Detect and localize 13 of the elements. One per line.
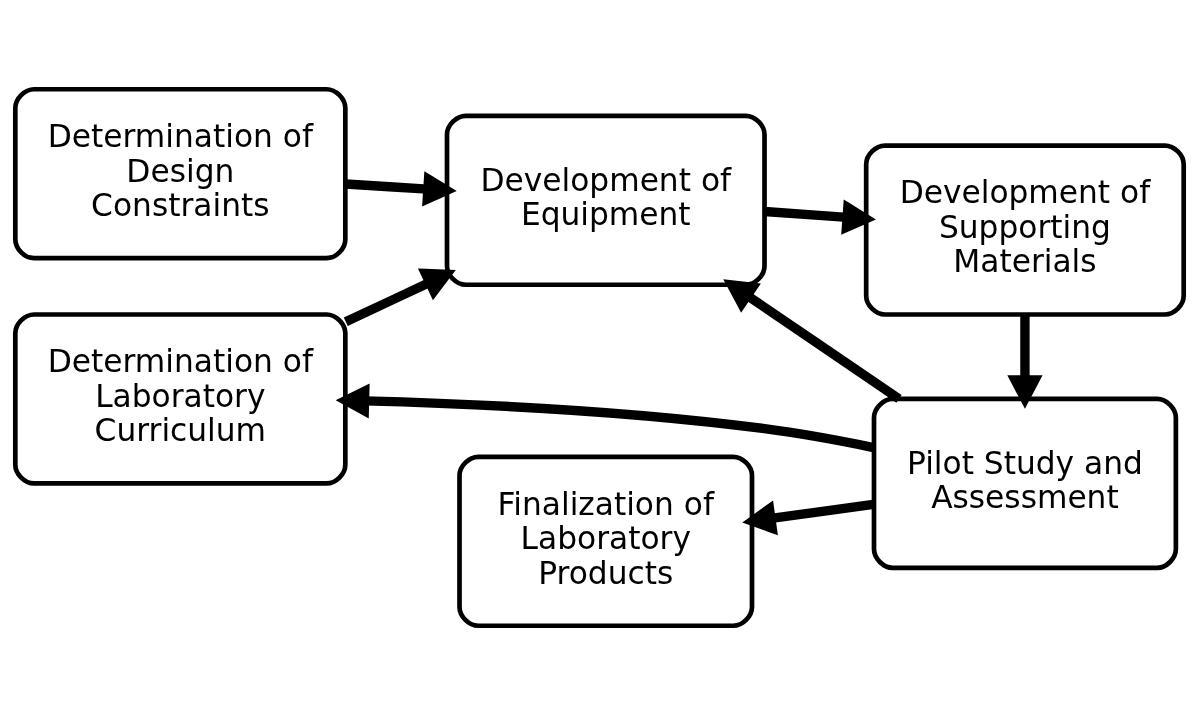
arrow [335, 383, 875, 453]
arrow [723, 279, 902, 403]
node-box: Pilot Study and Assessment [871, 396, 1179, 571]
arrow [343, 268, 456, 327]
node-box: Determination of Laboratory Curriculum [12, 312, 348, 486]
node-box: Determination of Design Constraints [12, 86, 348, 261]
node-box: Finalization of Laboratory Products [457, 454, 755, 629]
arrow [742, 499, 874, 536]
arrow [345, 171, 457, 207]
node-box: Development of Equipment [444, 113, 767, 288]
arrow [764, 199, 876, 235]
node-box: Development of Supporting Materials [863, 143, 1187, 317]
arrow [1007, 315, 1043, 409]
